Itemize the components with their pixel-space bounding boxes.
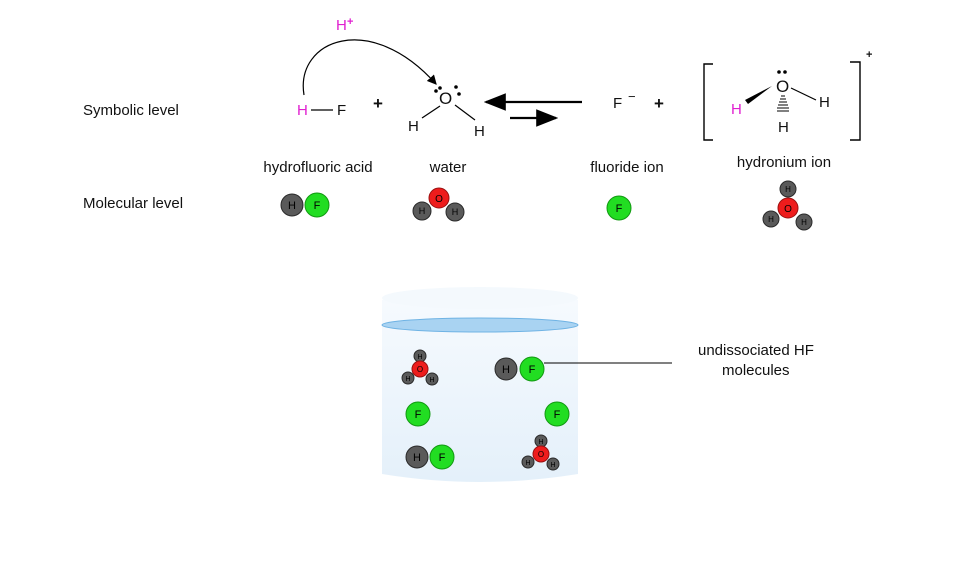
- svg-text:F: F: [314, 200, 321, 212]
- svg-text:H: H: [768, 215, 774, 224]
- beaker-hydronium-model: H H H O: [401, 349, 439, 386]
- svg-text:O: O: [435, 194, 443, 205]
- svg-text:F: F: [554, 409, 561, 421]
- svg-text:H: H: [419, 206, 426, 216]
- water-name: water: [429, 159, 467, 176]
- lone-pair-dot: [438, 86, 442, 90]
- svg-text:H: H: [550, 462, 555, 469]
- left-bracket: [703, 63, 713, 141]
- fluoride-name: fluoride ion: [590, 159, 663, 176]
- plus-sign-2: +: [654, 94, 664, 113]
- water-molecule-model: H H O: [412, 187, 465, 222]
- svg-text:H: H: [413, 452, 421, 464]
- water-bond-right: [454, 104, 476, 121]
- molecular-level-label: Molecular level: [83, 195, 183, 212]
- beaker-fluoride-model: F: [544, 401, 570, 427]
- beaker-hf-model: H F: [494, 356, 545, 382]
- svg-text:H: H: [429, 377, 434, 384]
- svg-text:H: H: [405, 376, 410, 383]
- svg-text:H: H: [785, 185, 791, 194]
- hf-molecule-model: H F: [280, 192, 330, 218]
- proton-charge: +: [347, 16, 353, 28]
- hydronium-name: hydronium ion: [737, 154, 831, 171]
- beaker-fluoride-model: F: [405, 401, 431, 427]
- proton-label: H: [336, 17, 347, 34]
- water-surface: [381, 317, 579, 333]
- hydronium-ion-model: H H H O: [762, 180, 813, 231]
- fluoride-symbol: F: [613, 95, 622, 112]
- beaker-hf-model: H F: [405, 444, 455, 470]
- svg-text:O: O: [538, 450, 544, 459]
- hydronium-hydrogen-left: H: [731, 101, 742, 118]
- svg-text:F: F: [529, 364, 536, 376]
- hf-name: hydrofluoric acid: [263, 159, 372, 176]
- callout-label-line2: molecules: [722, 362, 790, 379]
- proton-transfer-arrow: [302, 39, 437, 96]
- fluoride-ion-model: F: [606, 195, 632, 221]
- water-oxygen: O: [439, 89, 452, 108]
- beaker: [381, 287, 579, 482]
- plus-sign-1: +: [373, 94, 383, 113]
- hash-bond: [777, 95, 789, 112]
- svg-text:H: H: [538, 439, 543, 446]
- hydronium-charge: +: [866, 49, 872, 61]
- lone-pair-dot: [454, 85, 458, 89]
- svg-text:O: O: [417, 365, 423, 374]
- hydronium-hydrogen-right: H: [819, 94, 830, 111]
- lone-pair-dot: [457, 92, 461, 96]
- svg-text:H: H: [525, 460, 530, 467]
- lone-pair-dot: [783, 70, 787, 74]
- svg-text:H: H: [452, 207, 459, 217]
- wedge-bond: [745, 86, 772, 104]
- right-bracket: [850, 61, 861, 141]
- lone-pair-dot: [434, 89, 438, 93]
- hf-hydrogen: H: [297, 102, 308, 119]
- hydronium-hydrogen-bottom: H: [778, 119, 789, 136]
- svg-text:H: H: [417, 354, 422, 361]
- svg-text:F: F: [616, 203, 623, 215]
- svg-text:H: H: [288, 200, 296, 212]
- svg-text:H: H: [801, 218, 807, 227]
- hf-fluorine: F: [337, 102, 346, 119]
- hydronium-oxygen: O: [776, 77, 789, 96]
- fluoride-charge: −: [628, 89, 636, 104]
- svg-text:F: F: [415, 409, 422, 421]
- water-hydrogen-right: H: [474, 123, 485, 140]
- water-bond-left: [421, 105, 441, 119]
- svg-text:H: H: [502, 364, 510, 376]
- lone-pair-dot: [777, 70, 781, 74]
- svg-text:F: F: [439, 452, 446, 464]
- hydronium-bond-right: [790, 87, 817, 101]
- water-hydrogen-left: H: [408, 118, 419, 135]
- callout-label-line1: undissociated HF: [698, 342, 814, 359]
- symbolic-level-label: Symbolic level: [83, 102, 179, 119]
- svg-text:O: O: [784, 204, 792, 215]
- beaker-hydronium-model: H H H O: [521, 434, 560, 471]
